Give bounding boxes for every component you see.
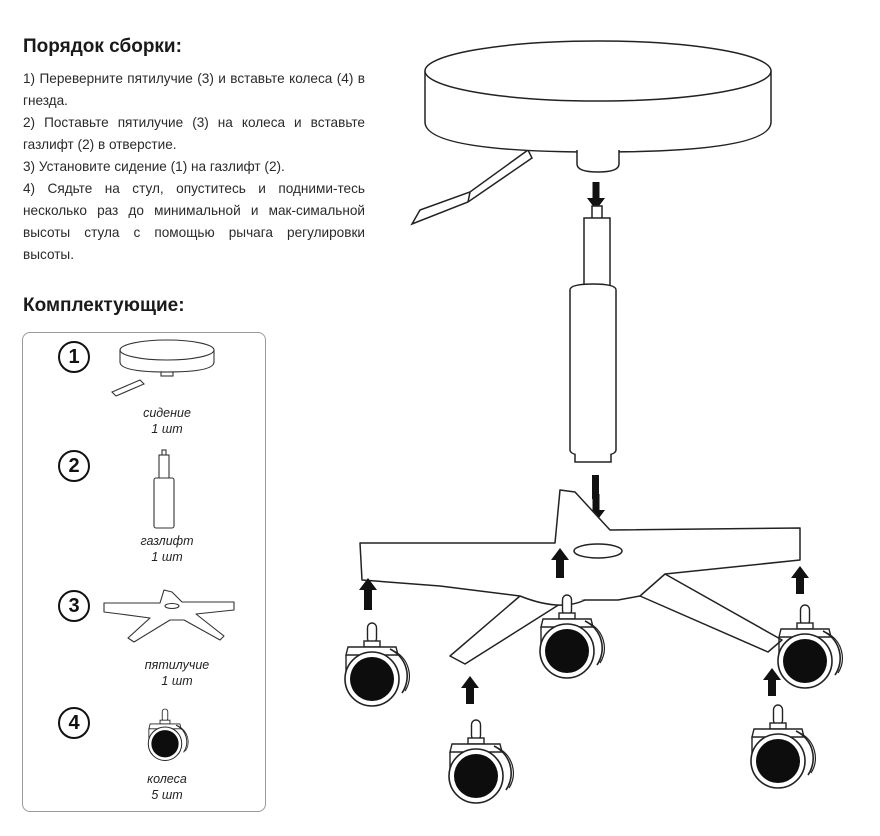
part-qty-seat: 1 шт [151,422,183,436]
assembly-title: Порядок сборки: [23,36,182,57]
stool-seat-drawing [410,40,772,226]
arrow-shaft [466,688,474,704]
part-number-3: 3 [58,590,90,622]
gaslift-drawing [569,205,617,463]
part-qty-base: 1 шт [161,674,193,688]
part-number-4: 4 [58,707,90,739]
part-caption-gaslift: газлифт 1 шт [102,533,232,565]
part-base-icon [103,589,235,643]
part-seat-icon [111,339,215,397]
base-drawing [359,489,801,665]
step-2: 2) Поставьте пятилучие (3) на колеса и в… [23,115,365,152]
part-name-base: пятилучие [144,658,210,672]
parts-title: Комплектующие: [23,295,185,316]
caster-wheel-drawing [344,622,411,707]
part-caption-casters: колеса 5 шт [102,771,232,803]
parts-panel [22,332,266,812]
part-name-gaslift: газлифт [140,534,194,548]
part-name-casters: колеса [147,772,187,786]
arrow-shaft [364,590,372,610]
arrow-shaft [556,560,564,578]
part-caption-base: пятилучие 1 шт [112,657,242,689]
step-4: 4) Сядьте на стул, опуститесь и подними-… [23,181,365,262]
part-qty-gaslift: 1 шт [151,550,183,564]
caster-wheel-drawing [448,719,515,804]
step-3: 3) Установите сидение (1) на газлифт (2)… [23,159,285,174]
arrow-shaft [768,680,776,696]
caster-wheel-drawing [750,704,817,789]
arrow-shaft [592,475,599,499]
part-name-seat: сидение [143,406,191,420]
part-number-1: 1 [58,341,90,373]
step-1: 1) Переверните пятилучие (3) и вставьте … [23,71,365,108]
arrow-shaft [796,578,804,594]
part-number-2: 2 [58,450,90,482]
assembly-steps: 1) Переверните пятилучие (3) и вставьте … [23,68,365,266]
part-caption-seat: сидение 1 шт [102,405,232,437]
part-gaslift-icon [153,449,175,529]
part-caster-icon [147,708,189,761]
caster-wheel-drawing [777,604,844,689]
part-qty-casters: 5 шт [151,788,183,802]
